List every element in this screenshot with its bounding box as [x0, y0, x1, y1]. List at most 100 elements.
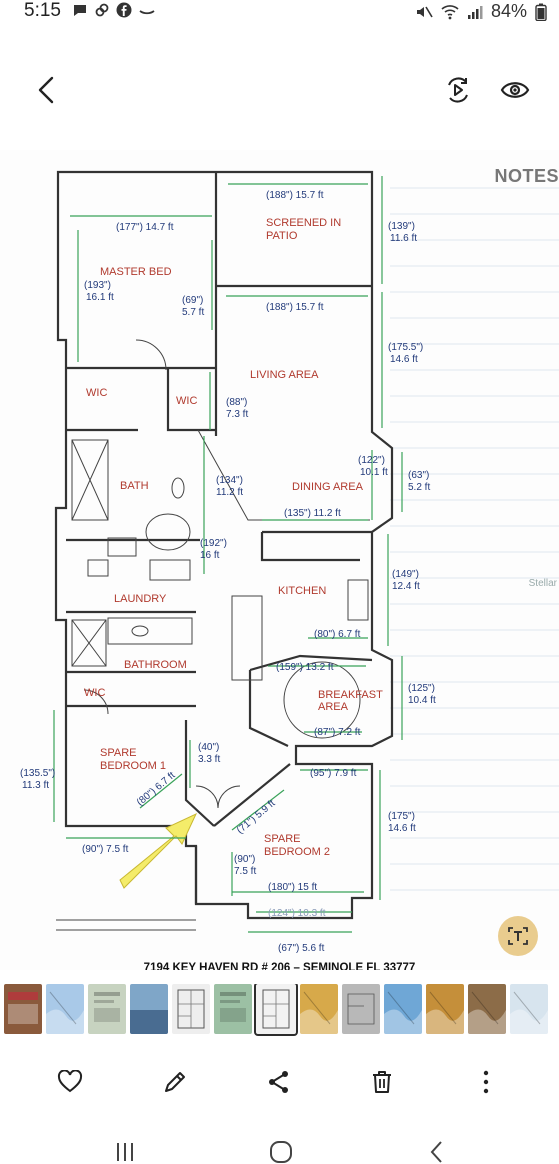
thumbnail-preview-icon — [510, 991, 548, 1034]
map-thumbnail[interactable] — [468, 984, 506, 1034]
floor-plan-walls — [54, 170, 394, 931]
photo-viewer[interactable]: SCREENED IN PATIO MASTER BED LIVING AREA… — [0, 150, 559, 970]
system-back-button[interactable] — [422, 1138, 452, 1164]
share-icon — [269, 1071, 288, 1093]
dim-label: 14.6 ft — [388, 823, 416, 834]
dim-label: 10.4 ft — [408, 695, 436, 706]
thumbnail-preview-icon — [426, 991, 464, 1034]
recent-apps-button[interactable] — [110, 1138, 140, 1164]
dim-label: (192") — [200, 538, 227, 549]
dim-label: 3.3 ft — [198, 754, 220, 765]
dim-label: 16.1 ft — [86, 292, 114, 303]
edit-button[interactable] — [155, 1062, 195, 1102]
room-label-laundry: LAUNDRY — [114, 593, 167, 605]
delete-button[interactable] — [362, 1062, 402, 1102]
view-button[interactable] — [495, 70, 535, 110]
room-label-master: MASTER BED — [100, 266, 172, 278]
recent-apps-icon — [117, 1143, 133, 1161]
favorite-button[interactable] — [50, 1062, 90, 1102]
dim-label: 12.4 ft — [392, 581, 420, 592]
dim-label: (67") 5.6 ft — [278, 943, 325, 954]
room-label-patio-2: PATIO — [266, 230, 298, 242]
share-button[interactable] — [259, 1062, 299, 1102]
map-thumbnail[interactable] — [510, 984, 548, 1034]
thumbnail-preview-icon — [347, 993, 375, 1025]
dim-label: 7.5 ft — [234, 866, 256, 877]
floorplan-thumbnail[interactable] — [254, 984, 298, 1036]
remaster-button[interactable] — [438, 70, 478, 110]
thumbnail-preview-icon — [384, 991, 422, 1034]
amazon-icon — [139, 10, 155, 15]
room-label-wic-3: WIC — [84, 687, 105, 699]
home-button[interactable] — [266, 1138, 296, 1164]
dim-label: (80") 6.7 ft — [314, 629, 361, 640]
room-label-spare1-2: BEDROOM 1 — [100, 760, 166, 772]
dim-label: 10.1 ft — [360, 467, 388, 478]
dim-label: (134") — [216, 475, 243, 486]
watermark: Stellar — [528, 578, 557, 589]
floorplan-thumbnail[interactable] — [172, 984, 210, 1034]
more-vertical-icon — [483, 1070, 489, 1094]
map-thumbnail[interactable] — [384, 984, 422, 1034]
room-label-wic-2: WIC — [176, 395, 197, 407]
photo-thumbnail[interactable] — [4, 984, 42, 1034]
dim-label: (175.5") — [388, 342, 423, 353]
document-thumbnail[interactable] — [214, 984, 252, 1034]
eye-icon — [500, 82, 530, 98]
dim-label: (88") — [226, 397, 247, 408]
signal-icon — [467, 5, 483, 19]
room-label-patio-1: SCREENED IN — [266, 217, 341, 229]
room-label-wic-1: WIC — [86, 387, 107, 399]
floor-plan-image: SCREENED IN PATIO MASTER BED LIVING AREA… — [20, 170, 559, 954]
ocean-thumbnail[interactable] — [130, 984, 168, 1034]
sketch-thumbnail[interactable] — [342, 984, 380, 1034]
dim-label: (90") — [234, 854, 255, 865]
room-label-breakfast-1: BREAKFAST — [318, 689, 383, 701]
more-options-button[interactable] — [466, 1062, 506, 1102]
document-thumbnail[interactable] — [88, 984, 126, 1034]
chevron-left-icon — [38, 76, 54, 104]
system-nav-bar — [0, 1132, 559, 1164]
dim-label: (69") — [182, 295, 203, 306]
dim-label: 16 ft — [200, 550, 220, 561]
mute-icon — [416, 6, 433, 17]
dim-label: (188") 15.7 ft — [266, 302, 324, 313]
room-label-spare2-2: BEDROOM 2 — [264, 846, 330, 858]
room-label-bath: BATH — [120, 480, 149, 492]
thumbnail-preview-icon — [46, 991, 84, 1034]
dim-label: 5.7 ft — [182, 307, 204, 318]
chat-bubble-icon — [74, 5, 86, 16]
room-label-bathroom: BATHROOM — [124, 659, 187, 671]
thumbnail-preview-icon — [300, 991, 338, 1034]
dim-label: (159") 13.2 ft — [276, 662, 334, 673]
top-bar — [0, 58, 559, 122]
status-time: 5:15 — [24, 0, 61, 21]
text-extract-icon — [508, 927, 528, 945]
dim-label: (124") 10.3 ft — [268, 908, 326, 919]
dim-label: (175") — [388, 811, 415, 822]
notes-paper-background — [390, 187, 559, 891]
pencil-icon — [165, 1072, 185, 1092]
map-thumbnail[interactable] — [46, 984, 84, 1034]
room-label-breakfast-2: AREA — [318, 701, 349, 713]
back-button[interactable] — [28, 70, 64, 110]
thumbnail-preview-icon — [220, 992, 246, 1022]
map-thumbnail[interactable] — [426, 984, 464, 1034]
text-extract-button[interactable] — [498, 916, 538, 956]
system-icons: 84% — [415, 1, 547, 22]
action-bar — [0, 1062, 559, 1102]
dim-label: (135") 11.2 ft — [284, 508, 341, 519]
dim-label: (149") — [392, 569, 419, 580]
status-bar: 5:15 84% — [0, 0, 559, 24]
room-label-dining: DINING AREA — [292, 481, 364, 493]
thumbnail-strip[interactable] — [4, 984, 559, 1036]
dim-label: (40") — [198, 742, 219, 753]
dim-label: (135.5") — [20, 768, 55, 779]
heart-icon — [57, 1070, 83, 1093]
wifi-icon — [441, 4, 459, 19]
entry-arrow — [119, 812, 198, 889]
battery-level: 84% — [490, 1, 527, 21]
map-thumbnail[interactable] — [300, 984, 338, 1034]
thumbnail-preview-icon — [177, 989, 205, 1029]
dim-label: 7.3 ft — [226, 409, 248, 420]
